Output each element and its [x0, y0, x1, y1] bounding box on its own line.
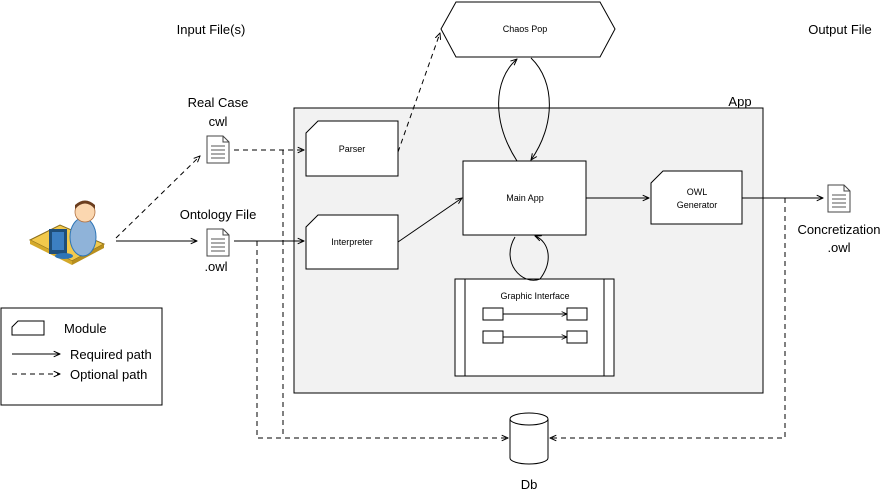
legend: Module Required path Optional path: [0, 307, 163, 406]
parser-label: Parser: [339, 144, 366, 154]
user-to-real-case-arrow: [115, 156, 200, 239]
owl-generator-label-line1: OWL: [687, 187, 708, 197]
output-file-heading: Output File: [808, 22, 872, 37]
gi-widget-box: [566, 307, 588, 321]
interpreter-label: Interpreter: [331, 237, 373, 247]
output-to-db-arrow: [550, 198, 786, 438]
main-app-label: Main App: [506, 193, 544, 203]
legend-module-label: Module: [64, 321, 107, 336]
real-case-label-line1: Real Case: [188, 95, 249, 110]
gui-to-main-app-arrow: [535, 236, 549, 280]
chaos-pop-node: Chaos Pop: [440, 1, 616, 58]
gi-widget-box: [482, 330, 504, 344]
gi-widget-box: [482, 307, 504, 321]
owl-generator-label-line2: Generator: [677, 200, 718, 210]
chaos-pop-label: Chaos Pop: [503, 24, 548, 34]
ontology-file-label-line1: Ontology File: [180, 207, 257, 222]
ontology-to-db-arrow: [256, 241, 508, 438]
user-icon: [28, 200, 106, 265]
main-app-to-chaos-pop-arrow: [498, 59, 517, 162]
legend-module-symbol: [11, 320, 45, 336]
legend-required-label: Required path: [70, 347, 152, 362]
interpreter-module: Interpreter: [305, 214, 399, 270]
db-node: Db: [509, 412, 549, 492]
gi-widget-box: [566, 330, 588, 344]
graphic-interface-label: Graphic Interface: [500, 291, 569, 301]
ontology-file-label-line2: .owl: [204, 259, 227, 274]
owl-generator-module: OWL Generator: [650, 170, 743, 225]
input-files-heading: Input File(s): [177, 22, 246, 37]
graphic-interface-node: Graphic Interface: [454, 278, 615, 377]
concretization-label-line2: .owl: [827, 240, 850, 255]
app-label: App: [728, 94, 751, 109]
db-label: Db: [521, 477, 538, 492]
main-app-node: Main App: [462, 160, 587, 236]
parser-to-chaos-pop-arrow: [397, 33, 440, 153]
real-case-label-line2: cwl: [209, 114, 228, 129]
parser-module: Parser: [305, 120, 399, 177]
main-app-to-gui-link: [509, 236, 541, 281]
ontology-file-icon: [206, 228, 230, 257]
real-case-file-icon: [206, 135, 230, 164]
legend-optional-label: Optional path: [70, 367, 147, 382]
concretization-label-line1: Concretization: [797, 222, 880, 237]
interpreter-to-main-app-arrow: [397, 198, 462, 243]
chaos-pop-to-main-app-arrow: [531, 57, 550, 160]
concretization-file-icon: [827, 184, 851, 213]
